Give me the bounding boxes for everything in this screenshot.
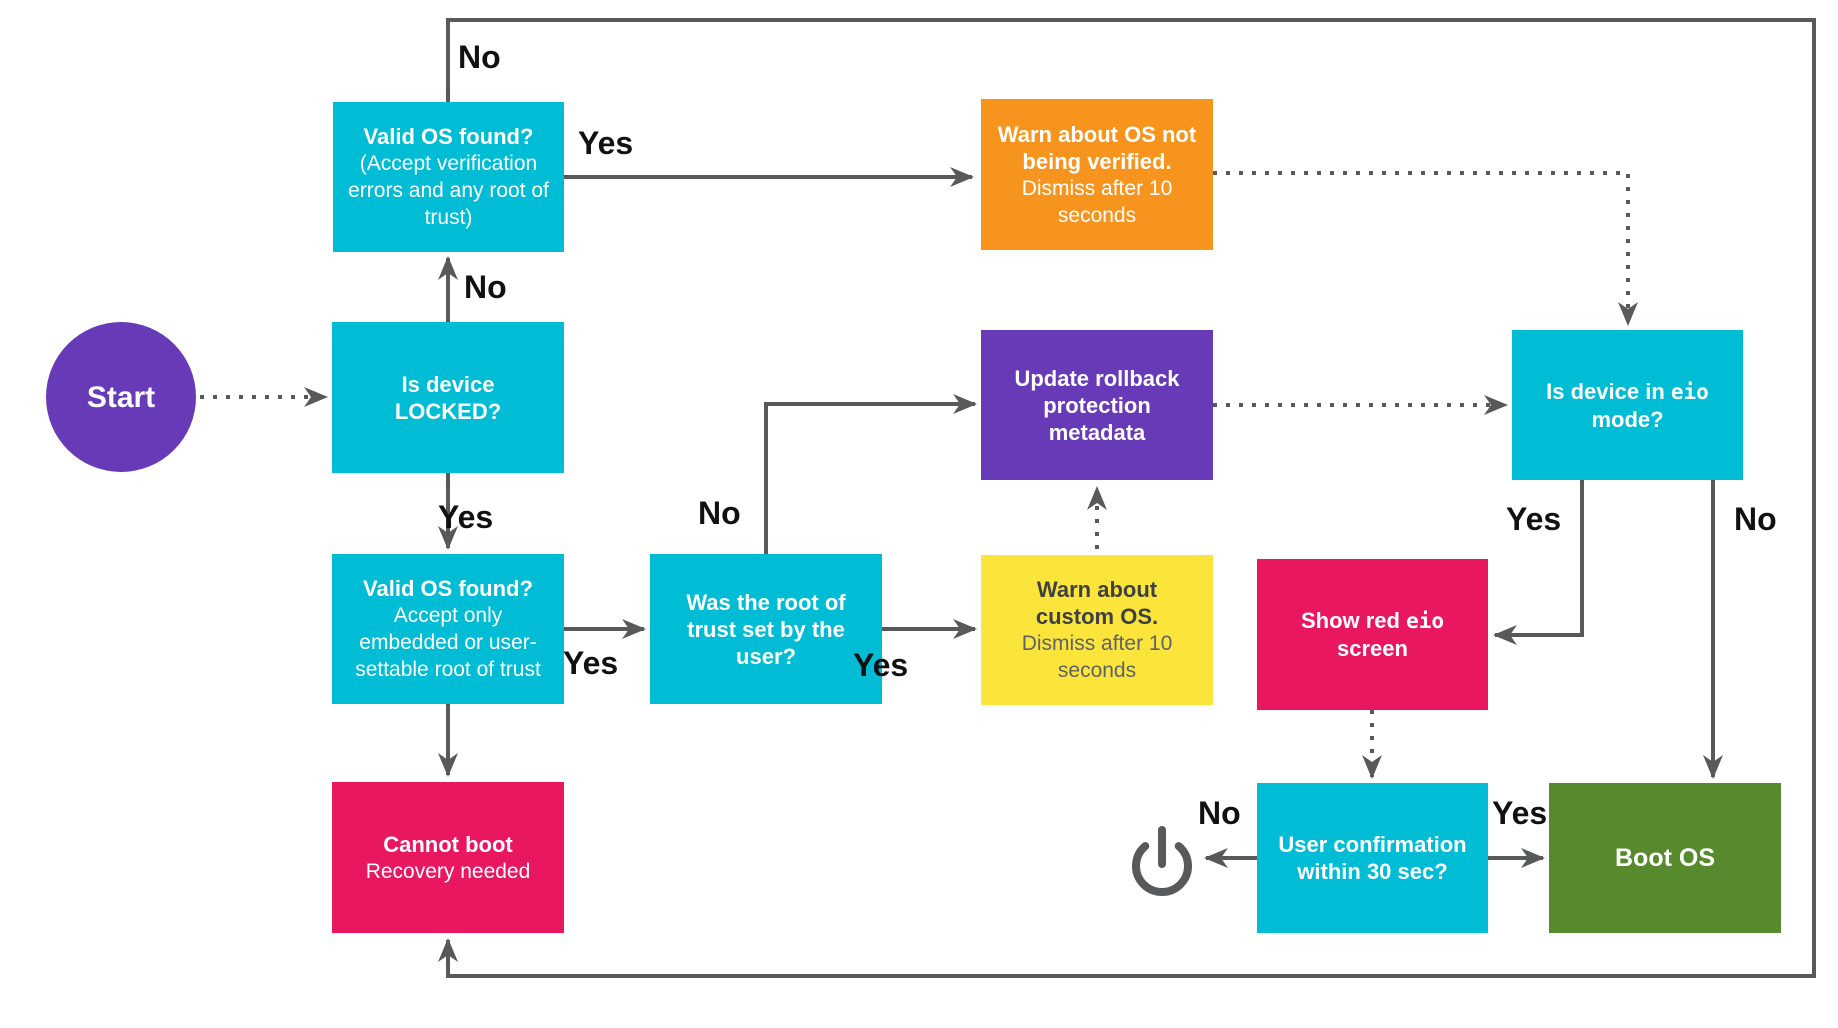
node-show-red-eio-screen: Show red eio screen [1257,559,1488,710]
node-title: Show red eio screen [1300,608,1445,661]
edge-label-wasroot-no: No [698,495,741,531]
edge-outer-loop-to-cannot-boot [438,18,1816,978]
node-valid-os-unlocked: Valid OS found? (Accept verification err… [333,102,564,252]
node-warn-custom-os: Warn about custom OS. Dismiss after 10 s… [981,555,1213,705]
node-valid-os-locked: Valid OS found? Accept only embedded or … [332,554,564,704]
edge-label-wasroot-yes: Yes [853,647,909,683]
edge-label-locked-no: No [464,269,507,305]
node-title: Is device LOCKED? [394,371,502,424]
edge-label-userconf-yes: Yes [1492,795,1548,831]
node-eio-mode: Is device in eio mode? [1512,330,1743,480]
node-user-confirmation: User confirmation within 30 sec? [1257,783,1488,933]
power-icon [1132,826,1192,897]
edge-warn-to-eio [1213,171,1638,326]
edge-label-eio-yes: Yes [1506,501,1562,537]
node-subtitle: Recovery needed [365,859,531,883]
node-subtitle: (Accept verification errors and any root… [348,152,549,229]
node-boot-os: Boot OS [1549,783,1781,933]
node-title: Boot OS [1615,843,1715,872]
edge-eio-yes-to-showred [1493,480,1584,645]
node-title: Update rollback protection metadata [1014,365,1180,445]
node-title: Cannot boot [383,831,513,857]
node-title: User confirmation within 30 sec? [1278,832,1467,884]
start-label: Start [86,380,156,414]
node-warn-unverified: Warn about OS not being verified. Dismis… [981,99,1213,250]
edge-label-valid2-yes: Yes [563,645,619,681]
node-is-device-locked: Is device LOCKED? [332,322,564,473]
node-cannot-boot: Cannot boot Recovery needed [332,782,564,933]
node-subtitle: Accept only embedded or user-settable ro… [355,604,541,681]
eio-mono-text: eio [1670,379,1709,404]
node-was-root-of-trust-user: Was the root of trust set by the user? [650,554,882,704]
node-update-rollback: Update rollback protection metadata [981,330,1213,480]
edge-label-top-no: No [458,39,501,75]
node-title: Is device in eio mode? [1546,378,1709,432]
node-title: Warn about OS not being verified. [997,121,1197,174]
edge-wasroot-no-to-rollback [764,394,977,554]
node-title: Valid OS found? [363,576,533,601]
edge-label-locked-yes: Yes [438,499,494,535]
eio-mono-text: eio [1406,609,1445,633]
node-start: Start [46,322,196,472]
edge-label-valid1-yes: Yes [578,125,634,161]
node-title: Warn about custom OS. [1035,577,1159,629]
node-subtitle: Dismiss after 10 seconds [1021,632,1173,682]
edge-label-eio-no: No [1734,501,1777,537]
node-title: Was the root of trust set by the user? [686,589,846,669]
edge-label-userconf-no: No [1198,795,1241,831]
node-title: Valid OS found? [363,124,534,149]
node-subtitle: Dismiss after 10 seconds [1021,176,1173,227]
